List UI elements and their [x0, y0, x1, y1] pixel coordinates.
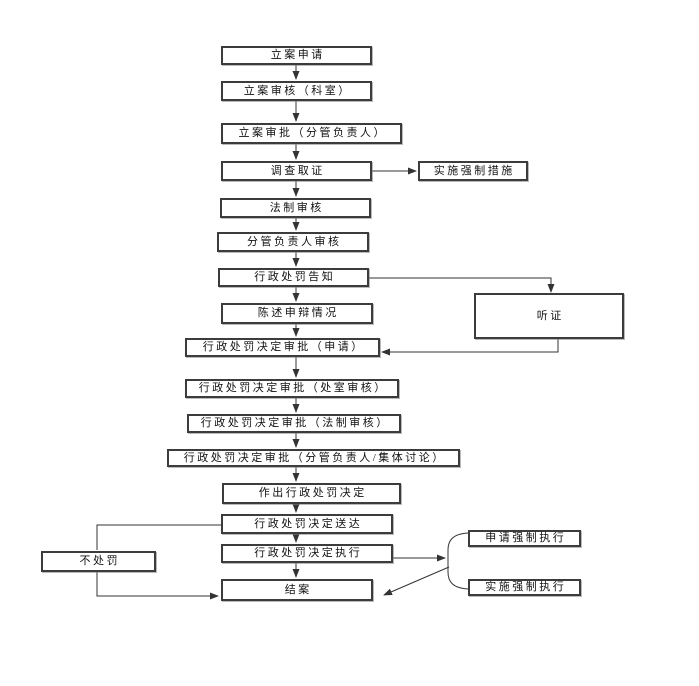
- node-leader-review: 分管负责人审核: [217, 232, 369, 252]
- node-make-decision: 作出行政处罚决定: [222, 483, 401, 504]
- edge-enforcement-to-closure: [383, 566, 450, 596]
- edge-penalty-notice-to-hearing: [369, 277, 555, 293]
- node-filing-review: 立案审核（科室）: [221, 81, 372, 101]
- node-closure: 结案: [221, 579, 373, 601]
- node-penalty-notice: 行政处罚告知: [218, 268, 369, 287]
- node-approval-collective: 行政处罚决定审批（分管负责人/集体讨论）: [167, 449, 460, 467]
- node-statement-defense: 陈述申辩情况: [221, 303, 373, 324]
- node-no-penalty: 不处罚: [41, 551, 156, 572]
- enforcement-brace: [447, 532, 469, 590]
- edge-delivery-to-no-penalty: [96, 524, 221, 550]
- node-hearing: 听证: [474, 293, 624, 339]
- node-investigation: 调查取证: [221, 161, 372, 181]
- edge-no-penalty-to-closure: [96, 572, 219, 600]
- node-legal-review: 法制审核: [220, 198, 371, 218]
- node-implement-enforcement: 实施强制执行: [468, 579, 581, 596]
- node-enforce-measures: 实施强制措施: [418, 161, 528, 181]
- node-delivery: 行政处罚决定送达: [221, 514, 393, 534]
- node-execution: 行政处罚决定执行: [221, 544, 393, 563]
- node-filing-application: 立案申请: [221, 46, 372, 65]
- node-apply-enforcement: 申请强制执行: [468, 530, 581, 547]
- node-approval-application: 行政处罚决定审批（申请）: [185, 338, 380, 357]
- node-approval-office: 行政处罚决定审批（处室审核）: [185, 379, 399, 398]
- edge-hearing-to-approval-application: [381, 339, 559, 356]
- node-filing-approval: 立案审批（分管负责人）: [221, 123, 402, 144]
- node-approval-legal: 行政处罚决定审批（法制审核）: [187, 414, 401, 433]
